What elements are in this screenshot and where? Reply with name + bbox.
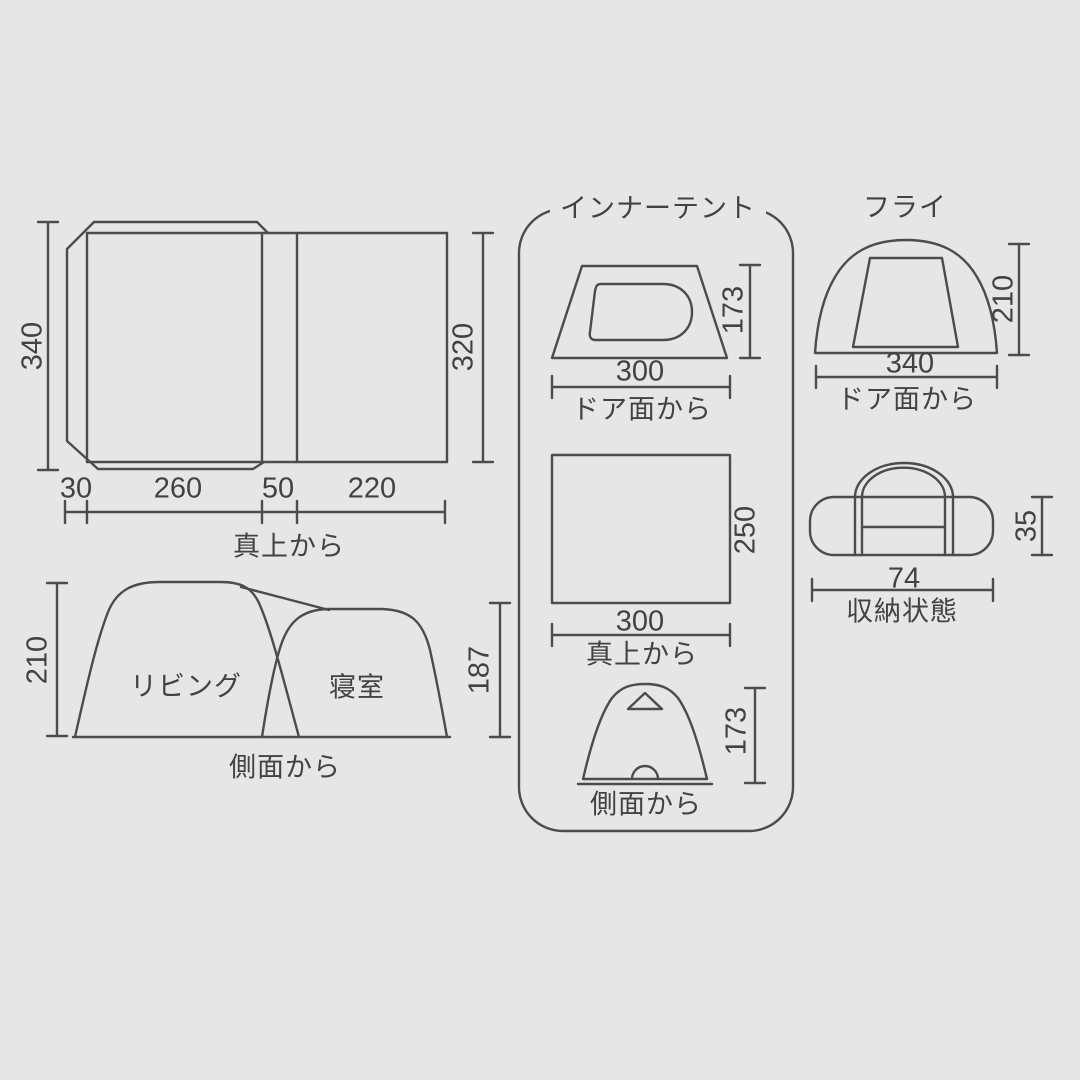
dim-340-fly-label: 340 [885, 347, 935, 380]
dim-line-300-door [550, 374, 732, 400]
bedroom-label: 寝室 [329, 672, 385, 703]
fly-dome-outline [813, 238, 999, 355]
innertent-topview-caption: 真上から [586, 639, 698, 670]
dim-74-label: 74 [887, 562, 921, 595]
sideview-bedroom-dome [260, 607, 449, 739]
dim-173-door-label: 173 [717, 285, 750, 335]
fly-door-view [813, 238, 1031, 390]
living-room-label: リビング [130, 671, 242, 702]
innertent-door-bump [630, 764, 660, 781]
innertent-doorview-caption: ドア面から [572, 394, 712, 425]
innertent-vent-triangle [626, 691, 664, 711]
dim-300-top-label: 300 [615, 605, 665, 638]
innertent-door-opening [588, 282, 694, 342]
packed-bag [808, 461, 1054, 603]
floorplan-outer-outline [65, 220, 270, 471]
dim-line-widths [63, 499, 447, 525]
dim-210-fly-label: 210 [987, 274, 1020, 324]
dim-35-label: 35 [1010, 509, 1043, 543]
sideview-living-dome [73, 580, 301, 739]
dim-50-label: 50 [261, 472, 295, 505]
dim-line-300-top [550, 622, 732, 648]
dim-line-210-fly [1007, 242, 1031, 357]
fly-doorview-caption: ドア面から [837, 384, 977, 415]
dim-line-187 [488, 601, 512, 739]
dim-line-173-side [743, 686, 767, 785]
dim-173-side-label: 173 [720, 706, 753, 756]
innertent-door-body [550, 264, 729, 360]
bag-handle-outer [853, 461, 955, 499]
dim-340-label: 340 [16, 321, 49, 371]
dim-300-door-label: 300 [615, 355, 665, 388]
innertent-sideview-caption: 側面から [590, 789, 702, 820]
dim-line-320 [471, 231, 495, 464]
dim-line-173-door [738, 263, 762, 360]
fly-door-opening [851, 256, 960, 349]
fulltent-side-view [45, 580, 512, 739]
dim-line-74 [810, 577, 995, 603]
dim-30-label: 30 [59, 472, 93, 505]
dim-320-label: 320 [447, 322, 480, 372]
bag-body [808, 495, 995, 557]
dim-line-340 [36, 220, 60, 472]
dim-line-35 [1030, 495, 1054, 557]
bag-handle-inner [860, 466, 947, 499]
inner-tent-title: インナーテント [550, 195, 766, 223]
dim-187-label: 187 [463, 645, 496, 695]
packed-caption: 収納状態 [846, 596, 958, 627]
dim-260-label: 260 [153, 472, 203, 505]
dim-220-label: 220 [347, 472, 397, 505]
dim-line-210 [45, 581, 69, 738]
sideview-ridge-line [239, 585, 331, 612]
innertent-side-body [581, 682, 709, 781]
dim-210-label: 210 [21, 635, 54, 685]
fly-title: フライ [863, 192, 947, 223]
dim-250-label: 250 [729, 505, 762, 555]
dim-line-340-fly [814, 364, 999, 390]
fulltent-topview-caption: 真上から [233, 531, 345, 562]
innertent-floor-rect [550, 453, 732, 605]
floorplan-top-view [36, 220, 495, 525]
fulltent-sideview-caption: 側面から [229, 752, 341, 783]
